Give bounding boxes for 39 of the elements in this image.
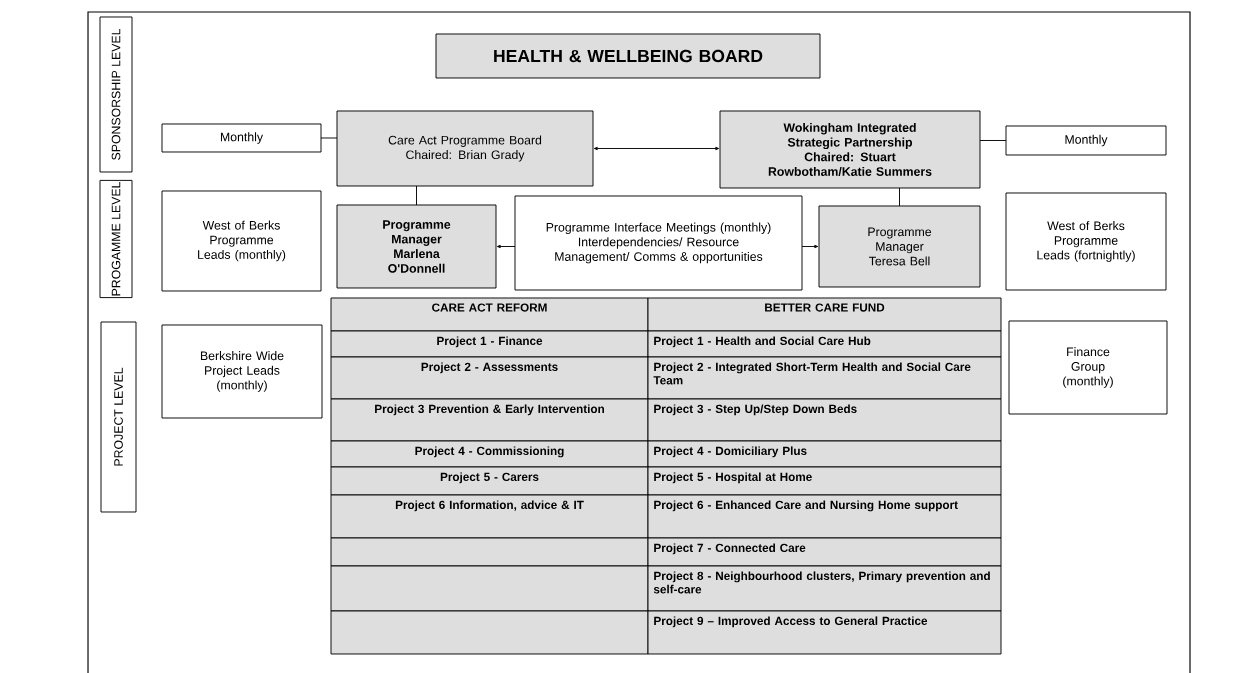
group-box: West of Berks Programme Leads (fortnightly) bbox=[1005, 192, 1167, 291]
group-box: Berkshire Wide Project Leads (monthly) bbox=[161, 324, 323, 419]
table-header: BETTER CARE FUND bbox=[647, 297, 1002, 332]
meeting-box: Monthly bbox=[1005, 125, 1167, 156]
table-cell: Project 3 - Step Up/Step Down Beds bbox=[647, 398, 1002, 442]
meeting-box: Programme Interface Meetings (monthly) Interdependencies/ Resource Management/ Comms & opportunities bbox=[514, 195, 803, 291]
table-cell: Project 8 - Neighbourhood clusters, Primary prevention and self-care bbox=[647, 565, 1002, 612]
level-band: SPONSORSHIP LEVEL bbox=[99, 16, 133, 173]
table-cell: Project 7 - Connected Care bbox=[647, 537, 1002, 567]
table-cell: Project 1 - Health and Social Care Hub bbox=[647, 330, 1002, 358]
board-box: HEALTH & WELLBEING BOARD bbox=[435, 33, 821, 79]
connector bbox=[416, 185, 417, 206]
table-cell: Project 3 Prevention & Early Intervention bbox=[330, 398, 649, 442]
board-box: Care Act Programme Board Chaired: Brian Grady bbox=[336, 110, 594, 187]
level-band: PROGAMME LEVEL bbox=[99, 179, 133, 299]
table-cell: Project 4 - Commissioning bbox=[330, 440, 649, 468]
table-cell: Project 1 - Finance bbox=[330, 330, 649, 358]
table-cell: Project 2 - Integrated Short-Term Health and Social Care Team bbox=[647, 356, 1002, 400]
group-box: West of Berks Programme Leads (monthly) bbox=[161, 190, 322, 292]
meeting-box: Monthly bbox=[161, 123, 322, 153]
partnership-box: Wokingham Integrated Strategic Partnership Chaired: Stuart Rowbotham/Katie Summers bbox=[719, 110, 981, 189]
connector bbox=[496, 244, 516, 249]
group-box: Finance Group (monthly) bbox=[1008, 320, 1168, 415]
table-cell: Project 2 - Assessments bbox=[330, 356, 649, 400]
table-cell: Project 9 – Improved Access to General Practice bbox=[647, 610, 1002, 655]
table-cell: Project 6 - Enhanced Care and Nursing Home support bbox=[647, 494, 1002, 539]
connector bbox=[801, 244, 819, 249]
table-cell: Project 5 - Carers bbox=[330, 466, 649, 496]
connector bbox=[593, 146, 720, 151]
table-cell: Project 6 Information, advice & IT bbox=[330, 494, 649, 539]
connector bbox=[320, 137, 338, 139]
table-header: CARE ACT REFORM bbox=[330, 297, 649, 332]
level-band: PROJECT LEVEL bbox=[100, 321, 137, 513]
connector bbox=[899, 187, 900, 207]
table-cell: Project 5 - Hospital at Home bbox=[647, 466, 1002, 496]
manager-box: Programme Manager Marlena O'Donnell bbox=[336, 204, 497, 289]
manager-box: Programme Manager Teresa Bell bbox=[818, 205, 981, 288]
table-cell: Project 4 - Domiciliary Plus bbox=[647, 440, 1002, 468]
connector bbox=[979, 140, 1007, 141]
